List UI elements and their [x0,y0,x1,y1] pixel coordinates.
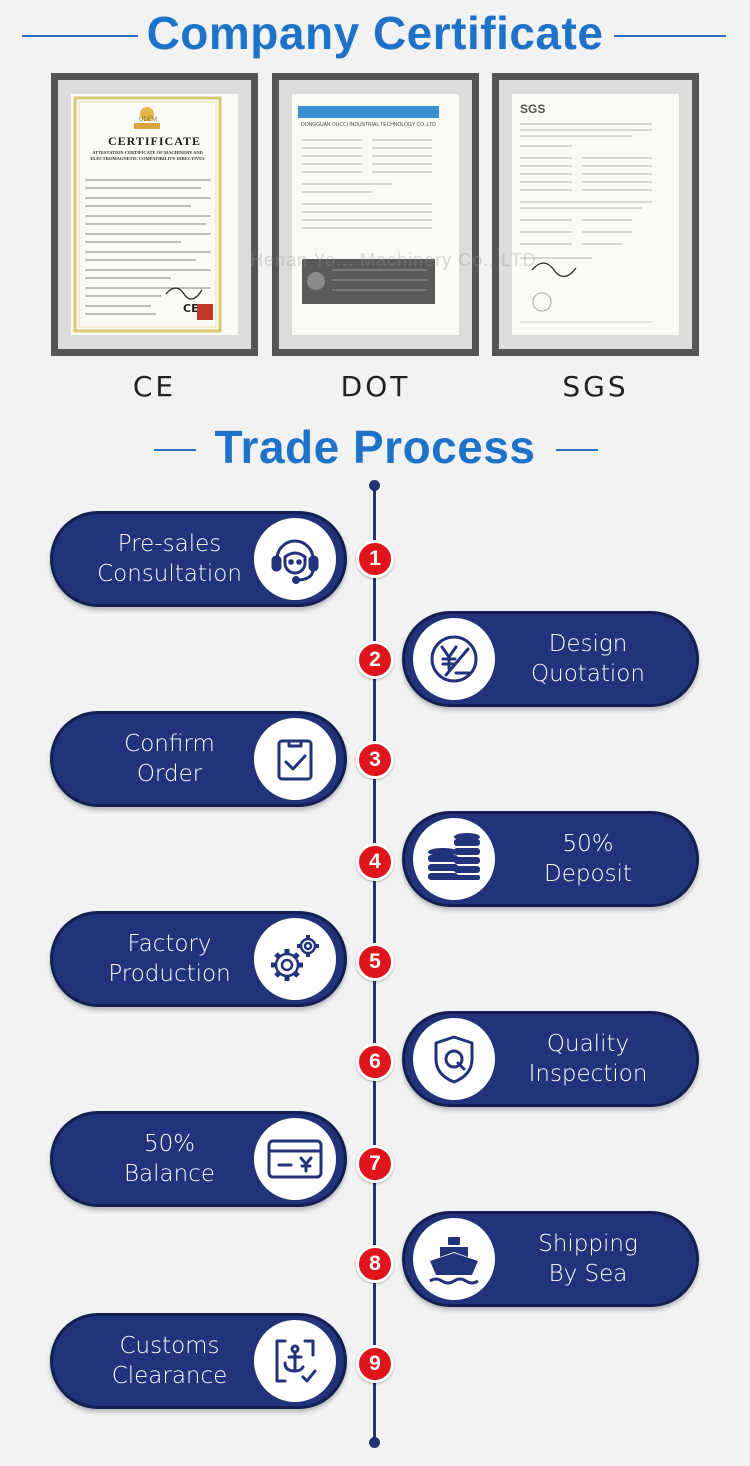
heading-rule-right [556,449,598,451]
step-number-8: 8 [356,1245,394,1283]
step-label-line1: Confirm [124,731,215,757]
card-yen-icon [265,1131,325,1187]
timeline-end-dot [369,1437,380,1448]
ship-icon [424,1231,484,1287]
step-shipping-by-sea: Shipping By Sea [402,1211,699,1307]
certificate-label-sgs: SGS [562,370,629,403]
certificate-document-sgs: SGS [512,94,679,335]
step-label-line2: Order [136,761,203,787]
certificate-document-ce: CERTIFICATE ATTESTATION CERTIFICATE OF M… [71,94,238,335]
watermark: Henan Yo... Machinery Co., LTD [250,250,537,270]
certificate-document-dot: DONGGUAN OUCCI INDUSTRIAL TECHNOLOGY CO.… [292,94,459,335]
clipboard-check-icon [267,731,323,787]
step-label-line1: Factory [127,931,212,957]
certificate-heading: Company Certificate [0,6,750,60]
step-label-line1: Pre-sales [117,531,222,557]
step-number-1: 1 [356,540,394,578]
step-label-line2: Inspection [528,1061,648,1087]
ce-doc-title: CERTIFICATE [107,134,202,148]
step-number-2: 2 [356,641,394,679]
certificate-frame-ce: CERTIFICATE ATTESTATION CERTIFICATE OF M… [51,73,258,356]
step-label-line1: Design [548,631,628,657]
step-label-line2: Balance [123,1161,215,1187]
step-label-line2: Clearance [111,1363,228,1389]
timeline-start-dot [369,480,380,491]
step-label-line2: Deposit [544,861,632,887]
step-number-5: 5 [356,943,394,981]
svg-text:CE: CE [183,302,199,315]
certificate-heading-title: Company Certificate [146,7,604,59]
step-number-9: 9 [356,1345,394,1383]
anchor-check-icon [267,1333,323,1389]
step-label-line1: Quality [546,1031,630,1057]
ce-seal-text: UDEM [139,117,157,123]
step-label-line2: Production [108,961,231,987]
sgs-doc-header: SGS [520,102,546,116]
ce-doc-subtitle: ATTESTATION CERTIFICATE OF MACHINERY AND… [90,150,205,161]
certificate-frame-sgs: SGS [492,73,699,356]
step-deposit: 50% Deposit [402,811,699,907]
process-heading-title: Trade Process [214,421,536,473]
coin-stack-icon [424,831,484,887]
step-number-7: 7 [356,1145,394,1183]
certificate-frame-dot: DONGGUAN OUCCI INDUSTRIAL TECHNOLOGY CO.… [272,73,479,356]
step-label-line2: Consultation [97,561,242,587]
heading-rule-left [22,35,138,37]
step-label-line1: 50% [143,1131,196,1157]
heading-rule-left [154,449,196,451]
dot-doc-header: DONGGUAN OUCCI INDUSTRIAL TECHNOLOGY CO.… [301,122,436,128]
process-heading: Trade Process [0,420,750,474]
step-label-line1: Shipping [538,1231,638,1257]
heading-rule-right [614,35,726,37]
step-label-line2: Quotation [531,661,645,687]
step-number-6: 6 [356,1043,394,1081]
step-balance: 50% Balance [50,1111,347,1207]
yen-quotation-icon [426,631,482,687]
step-label-line1: 50% [562,831,614,857]
certificate-label-ce: CE [132,370,177,403]
step-label-line1: Customs [119,1333,220,1359]
headset-support-icon [267,531,323,587]
gears-icon [265,931,325,987]
step-number-3: 3 [356,741,394,779]
step-label-line2: By Sea [548,1261,628,1287]
shield-q-icon [426,1031,482,1087]
step-number-4: 4 [356,843,394,881]
certificate-label-dot: DOT [340,370,411,403]
